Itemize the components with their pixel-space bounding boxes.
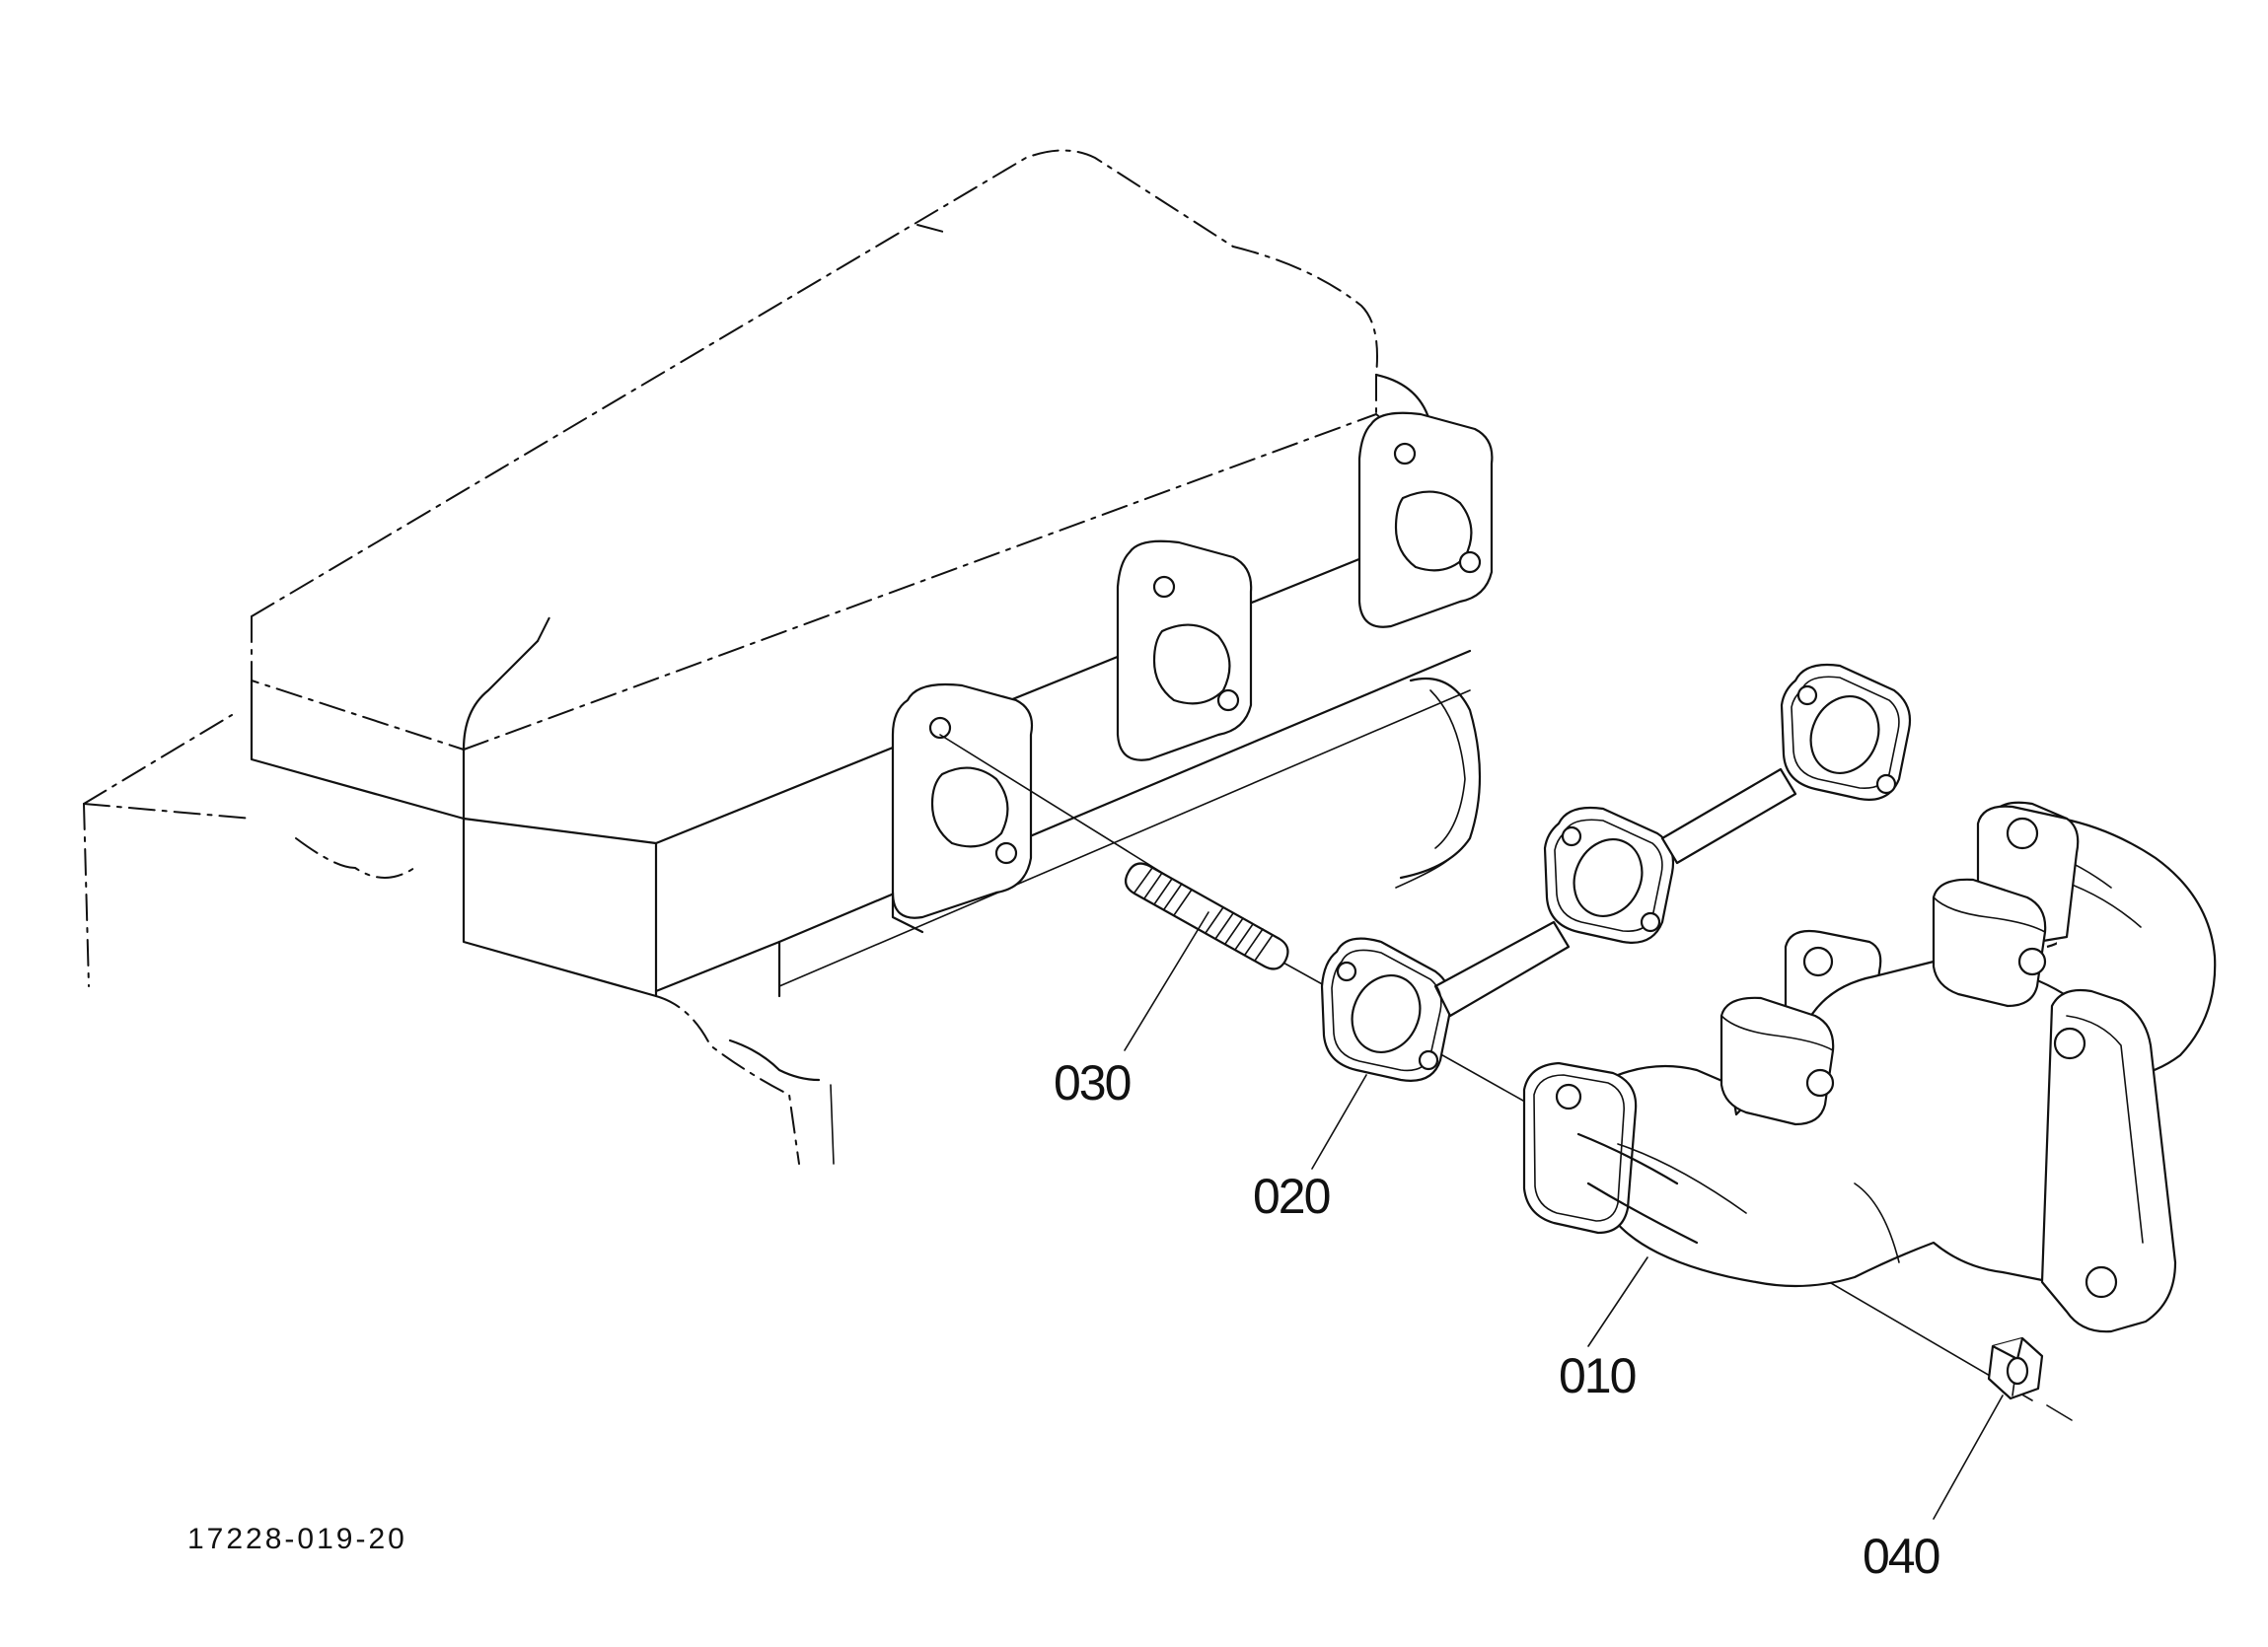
nut-040 xyxy=(1987,1336,2044,1400)
gasket-020 xyxy=(1320,663,1912,1082)
callout-leader-lines xyxy=(1124,911,2004,1520)
head-port-flange-3 xyxy=(1357,411,1494,628)
head-port-flange-1 xyxy=(891,682,1034,934)
callout-label-030: 030 xyxy=(1054,1055,1131,1110)
exhaust-manifold-010 xyxy=(1522,801,2217,1333)
cylinder-head-outline xyxy=(83,149,1482,1165)
drawing-code: 17228-019-20 xyxy=(187,1523,407,1555)
callout-label-040: 040 xyxy=(1863,1529,1939,1584)
callout-label-010: 010 xyxy=(1559,1348,1636,1403)
callout-label-020: 020 xyxy=(1253,1169,1330,1224)
head-port-flange-2 xyxy=(1116,539,1253,761)
